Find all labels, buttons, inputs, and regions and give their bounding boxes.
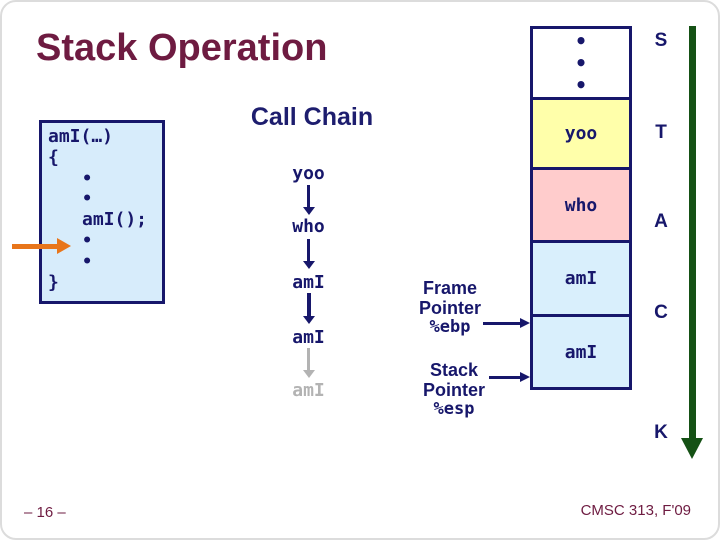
code-box: amI(…) { • • amI(); • • } bbox=[39, 120, 165, 304]
stack-cell-amI: amI bbox=[533, 243, 629, 317]
stack-pointer-label: Stack Pointer %esp bbox=[416, 360, 492, 420]
stack-letter-s: S bbox=[654, 30, 668, 51]
down-arrow-icon bbox=[302, 239, 315, 269]
ellipsis-dot: • bbox=[574, 73, 588, 97]
arrow-shaft bbox=[12, 244, 57, 249]
arrow-head-icon bbox=[681, 438, 703, 459]
frame-pointer-text: Frame Pointer bbox=[418, 278, 481, 318]
stack-diagram: • • • yoo who amI amI bbox=[530, 26, 632, 390]
stack-cell-ellipsis: • • • bbox=[533, 29, 629, 100]
code-line: { bbox=[48, 146, 59, 168]
code-line-bullet: • bbox=[82, 230, 93, 251]
code-line-bullet: • bbox=[82, 189, 93, 210]
down-arrow-icon bbox=[302, 185, 315, 215]
course-footer: CMSC 313, F'09 bbox=[580, 502, 691, 519]
call-chain-item-amI: amI bbox=[292, 272, 325, 293]
code-line-bullet: • bbox=[82, 168, 93, 189]
stack-cell-amI-2: amI bbox=[533, 317, 629, 387]
down-arrow-icon bbox=[302, 293, 315, 324]
down-arrow-gray-icon bbox=[302, 348, 315, 378]
code-line: amI(…) bbox=[48, 126, 114, 147]
stack-cell-yoo: yoo bbox=[533, 100, 629, 170]
call-chain-item-yoo: yoo bbox=[292, 163, 325, 184]
call-chain-item-amI-future: amI bbox=[292, 380, 325, 401]
frame-pointer-label: Frame Pointer %ebp bbox=[412, 278, 488, 338]
code-line-bullet: • bbox=[82, 251, 93, 272]
stack-cell-who: who bbox=[533, 170, 629, 243]
page-number: – 16 – bbox=[24, 504, 66, 521]
esp-register-label: %esp bbox=[433, 399, 475, 419]
stack-letter-k: K bbox=[654, 422, 668, 443]
stack-letter-c: C bbox=[654, 302, 668, 323]
stack-letter-t: T bbox=[655, 122, 667, 143]
stack-pointer-text: Stack Pointer bbox=[422, 360, 485, 400]
slide-title: Stack Operation bbox=[36, 27, 328, 69]
ellipsis-dot: • bbox=[574, 51, 588, 75]
code-line-call: amI(); bbox=[82, 209, 148, 231]
stack-letter-a: A bbox=[654, 211, 668, 232]
code-line: } bbox=[48, 271, 59, 293]
call-chain-heading: Call Chain bbox=[250, 103, 374, 131]
call-chain-item-amI-2: amI bbox=[292, 327, 325, 348]
ebp-register-label: %ebp bbox=[429, 317, 471, 337]
ellipsis-dot: • bbox=[574, 29, 588, 53]
arrow-head-icon bbox=[57, 238, 71, 254]
call-chain-item-who: who bbox=[292, 216, 325, 237]
